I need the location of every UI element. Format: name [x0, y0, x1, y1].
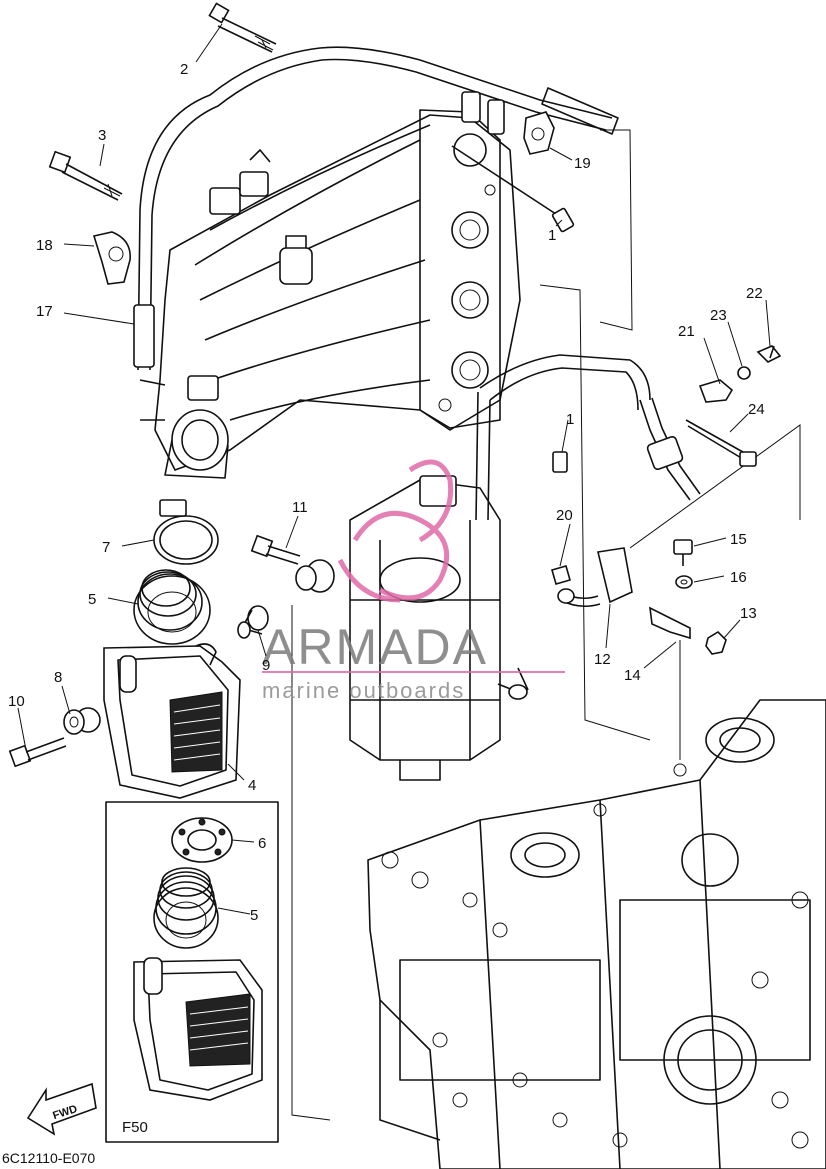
callout-10: 10 [8, 693, 25, 710]
clamp-18 [92, 231, 131, 285]
watermark: ARMADA marine outboards [262, 459, 565, 703]
inset-boot-5 [153, 867, 219, 949]
callout-20: 20 [556, 507, 573, 524]
hose-clamp-7 [153, 499, 219, 565]
gasket-6 [171, 817, 233, 863]
callout-23: 23 [710, 307, 727, 324]
reference-lines [291, 129, 801, 1121]
f50-inset [105, 801, 279, 1143]
leader-lines [17, 23, 771, 915]
diagram-code: 6C12110-E070 [2, 1150, 95, 1166]
intake-manifold [139, 91, 521, 479]
callout-15: 15 [730, 531, 747, 548]
watermark-logo-icon [337, 459, 454, 603]
dowel-pin-lower [552, 451, 568, 473]
bolt-11 [250, 534, 301, 565]
callout-3: 3 [98, 127, 106, 144]
inset-silencer [133, 957, 263, 1101]
silencer-grille [169, 691, 223, 773]
bracket-14 [649, 606, 691, 640]
watermark-title: ARMADA [262, 619, 488, 675]
callout-18: 18 [36, 237, 53, 254]
inset-label: F50 [122, 1119, 148, 1136]
cylinder-block [367, 699, 826, 1169]
clip-19 [523, 111, 555, 155]
callout-4: 4 [248, 777, 256, 794]
washer-16 [675, 575, 693, 589]
grommet-8 [63, 707, 101, 735]
bolt-2 [208, 2, 277, 53]
callout-5-main: 5 [88, 591, 96, 608]
bolt-22 [756, 345, 782, 363]
bolt-3 [48, 150, 123, 201]
hose-17 [133, 46, 619, 371]
callout-1-lower: 1 [566, 411, 574, 428]
callout-17: 17 [36, 303, 53, 320]
callout-5-inset: 5 [250, 907, 258, 924]
callouts: 2 3 18 17 19 1 1 7 5 4 8 10 9 11 21 23 2… [8, 61, 765, 924]
collar-9 [237, 605, 269, 639]
callout-19: 19 [574, 155, 591, 172]
clamp-21 [698, 379, 734, 403]
nut-13 [705, 630, 727, 655]
bolt-10 [8, 737, 67, 768]
bolt-15 [673, 539, 693, 566]
callout-6: 6 [258, 835, 266, 852]
silencer-4 [103, 643, 241, 799]
callout-24: 24 [748, 401, 765, 418]
vapor-separator [349, 354, 651, 781]
sensor-12 [557, 547, 633, 608]
callout-21: 21 [678, 323, 695, 340]
watermark-subtitle: marine outboards [262, 678, 465, 703]
callout-16: 16 [730, 569, 747, 586]
callout-1-upper: 1 [548, 227, 556, 244]
clamp-20 [551, 565, 571, 585]
callout-8: 8 [54, 669, 62, 686]
intake-boot-5 [133, 569, 211, 645]
callout-7: 7 [102, 539, 110, 556]
washer-23 [737, 366, 751, 380]
callout-11: 11 [292, 499, 308, 516]
callout-22: 22 [746, 285, 763, 302]
dowel-pin-upper [451, 145, 575, 233]
grommet-11 [295, 559, 335, 593]
fuel-hose [639, 397, 701, 501]
callout-14: 14 [624, 667, 641, 684]
callout-2: 2 [180, 61, 188, 78]
callout-12: 12 [594, 651, 611, 668]
callout-13: 13 [740, 605, 757, 622]
cable-tie-24 [685, 419, 757, 467]
fwd-arrow: FWD [26, 1082, 97, 1136]
callout-9: 9 [262, 657, 270, 674]
